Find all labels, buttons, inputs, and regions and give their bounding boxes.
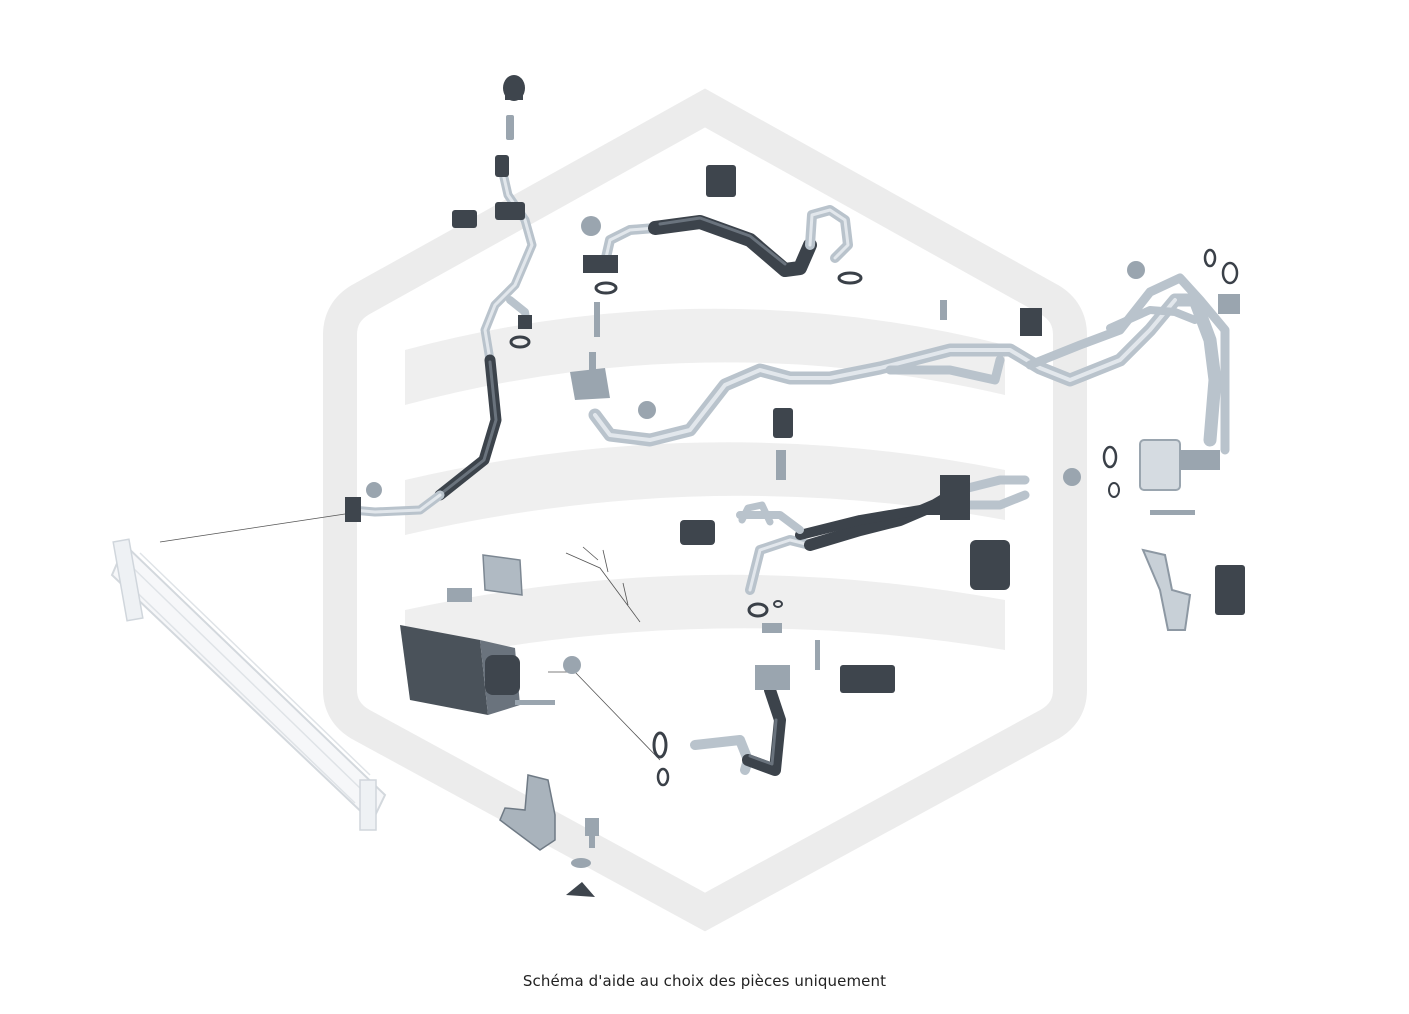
main-refrigerant-pipe[interactable] — [570, 248, 1240, 455]
right-brackets[interactable] — [1141, 548, 1245, 631]
left-ac-line[interactable] — [347, 155, 537, 517]
left-line-small-parts[interactable] — [345, 75, 532, 522]
condenser-radiator[interactable] — [110, 538, 387, 831]
diagram-caption: Schéma d'aide au choix des pièces unique… — [522, 972, 887, 990]
lower-pressure-hose[interactable] — [680, 408, 1030, 618]
bottom-return-hose[interactable] — [652, 623, 895, 787]
right-connector-block[interactable] — [1063, 439, 1220, 515]
watermark-logo — [323, 88, 1087, 932]
center-small-fittings[interactable] — [738, 501, 774, 526]
mounting-bracket-fasteners[interactable] — [499, 774, 599, 897]
upper-suction-hose[interactable] — [581, 165, 863, 337]
oil-cooler-block[interactable] — [400, 554, 581, 715]
